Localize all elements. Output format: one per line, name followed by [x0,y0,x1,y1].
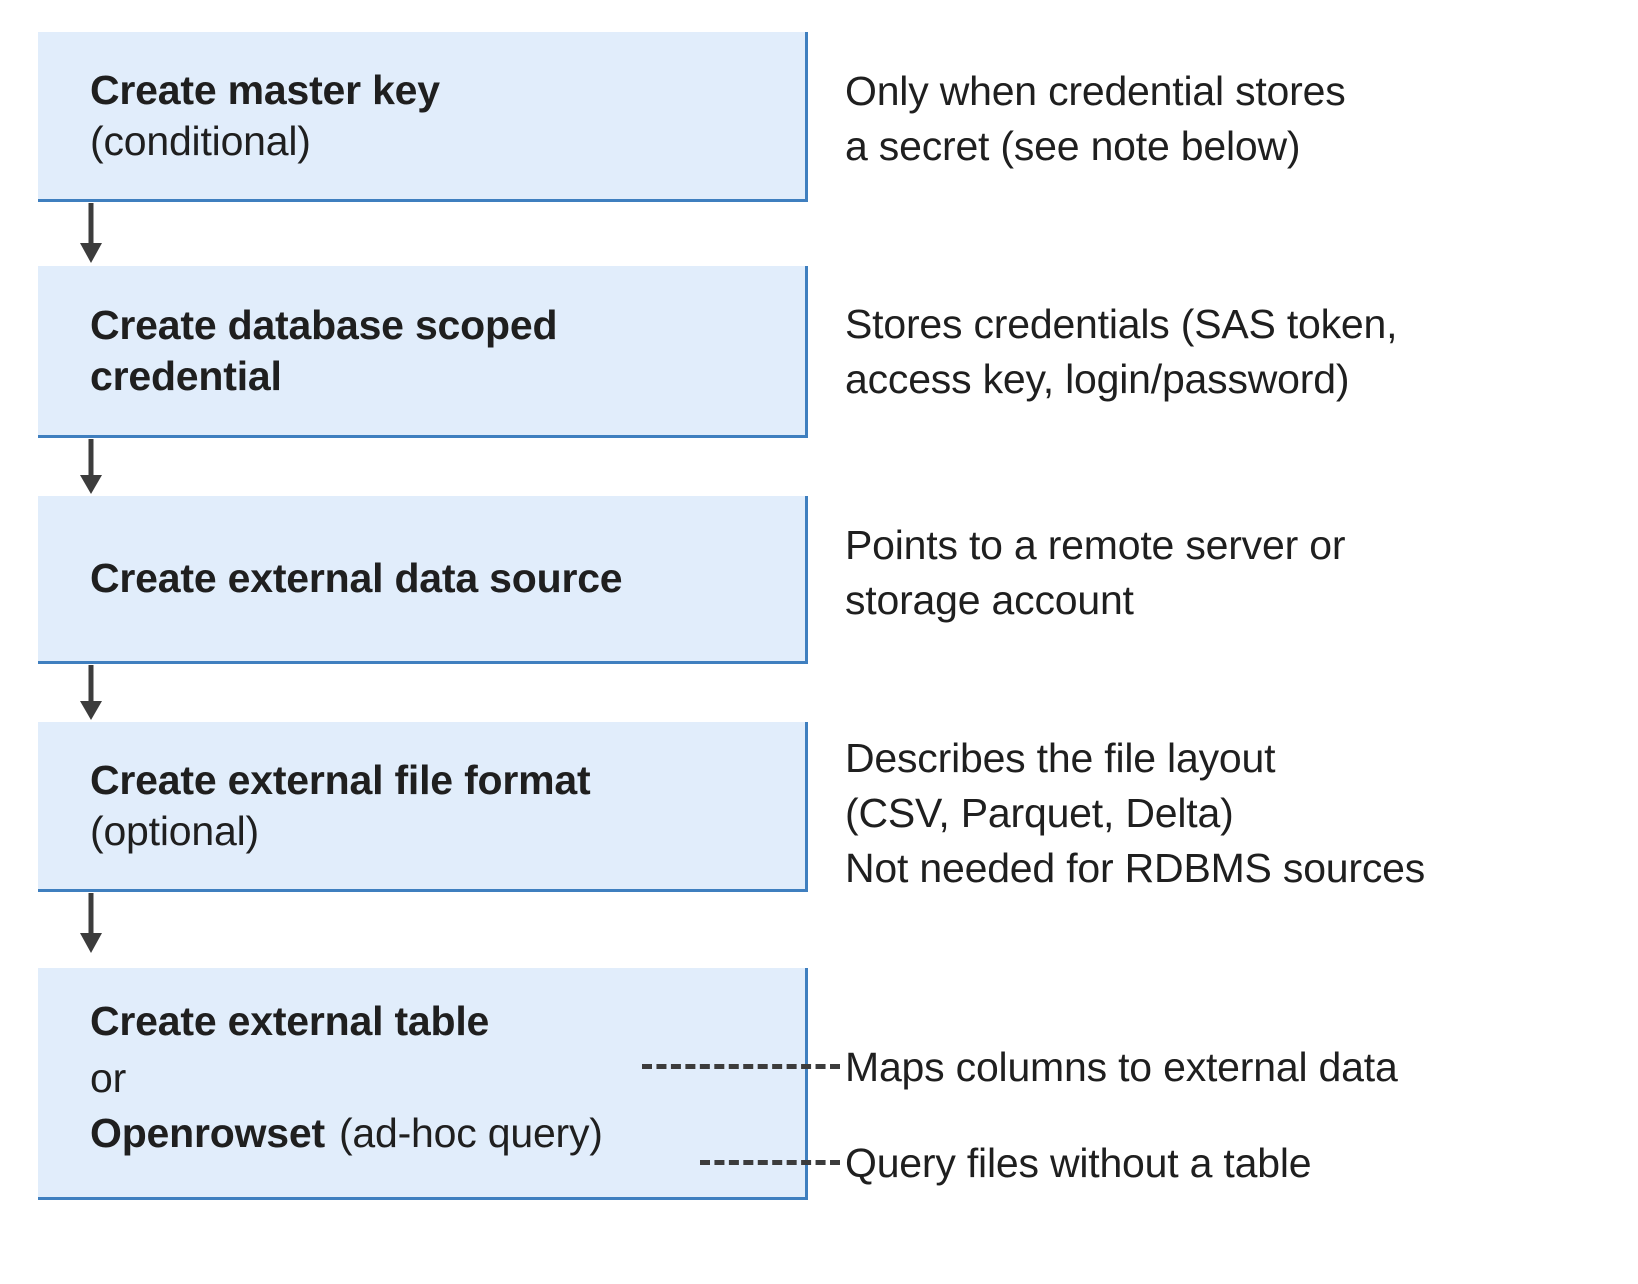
description-line: Query files without a table [845,1140,1312,1186]
step-box-create-database-scoped-credential[interactable]: Create database scoped credential [38,266,808,438]
step-title-create-database-scoped-credential-line1: Create database scoped [90,301,558,348]
step-title-create-external-data-source: Create external data source [90,555,623,602]
description-line: Describes the file layout [845,735,1276,781]
step-title-openrowset: Openrowset [90,1109,325,1156]
step-or-label-row: or [38,1047,805,1104]
step-title-create-external-file-format: Create external file format [90,756,591,803]
description-line: (CSV, Parquet, Delta) [845,789,1234,836]
arrow-down-icon-1 [78,203,106,265]
description-line: a secret (see note below) [845,122,1301,169]
step-box-create-master-key[interactable]: Create master key (conditional) [38,32,808,202]
step-title-openrowset-row: Openrowset (ad-hoc query) [38,1104,805,1159]
step-description-create-external-file-format: Describes the file layout (CSV, Parquet,… [845,731,1605,896]
description-line: storage account [845,576,1134,623]
description-line: Maps columns to external data [845,1044,1398,1090]
step-subtitle-create-master-key: (conditional) [90,117,311,164]
description-line: Only when credential stores [845,68,1346,114]
step-title-create-external-table: Create external table [90,998,490,1044]
step-box-create-external-data-source[interactable]: Create external data source [38,496,808,664]
step-box-create-external-table-or-openrowset[interactable]: Create external table or Openrowset (ad-… [38,968,808,1200]
step-description-create-database-scoped-credential: Stores credentials (SAS token, access ke… [845,297,1605,407]
step-title-create-master-key: Create master key [90,66,440,113]
step-description-openrowset: Query files without a table [845,1136,1605,1191]
arrow-down-icon-4 [78,893,106,955]
step-title-create-external-table-row: Create external table [38,996,805,1047]
dashed-connector-openrowset [700,1160,840,1165]
arrow-down-icon-3 [78,665,106,721]
step-title-openrowset-suffix: (ad-hoc query) [338,1109,603,1156]
step-box-create-external-file-format[interactable]: Create external file format (optional) [38,722,808,892]
step-subtitle-create-external-file-format: (optional) [90,807,259,854]
step-or-label: or [90,1054,127,1101]
step-description-create-external-data-source: Points to a remote server or storage acc… [845,518,1605,628]
description-line: Stores credentials (SAS token, [845,301,1398,347]
description-line: Not needed for RDBMS sources [845,844,1426,891]
dashed-connector-external-table [642,1064,840,1069]
description-line: access key, login/password) [845,355,1350,402]
step-title-create-database-scoped-credential-line2: credential [90,352,282,399]
step-description-create-master-key: Only when credential stores a secret (se… [845,64,1605,174]
description-line: Points to a remote server or [845,522,1346,568]
step-description-create-external-table: Maps columns to external data [845,1040,1605,1095]
arrow-down-icon-2 [78,439,106,495]
